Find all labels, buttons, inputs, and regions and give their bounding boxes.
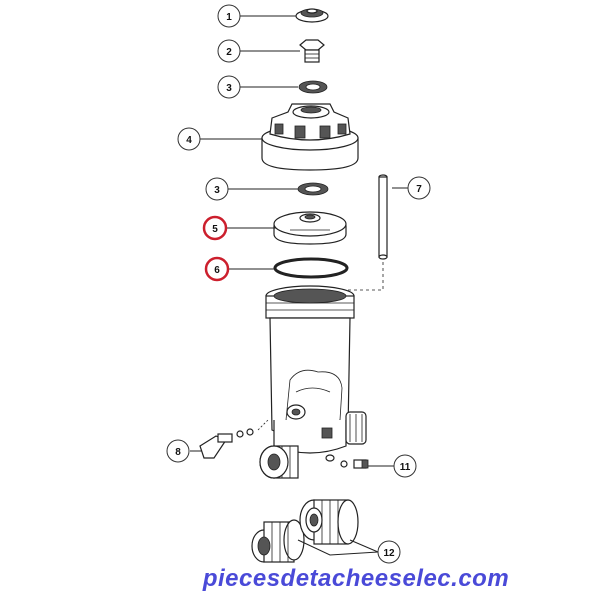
part-7-rod: [340, 174, 388, 291]
callout-3-upper: 3: [217, 75, 241, 99]
callout-3-upper-label: 3: [226, 83, 232, 94]
callout-3-lower: 3: [205, 177, 229, 201]
callout-6-label: 6: [214, 265, 220, 276]
callout-4: 4: [177, 127, 201, 151]
callout-2: 2: [217, 39, 241, 63]
part-12-union-couplings: [251, 499, 359, 563]
part-3-gasket-lower: [297, 182, 329, 196]
callout-12: 12: [377, 540, 401, 564]
part-1-cap-knob: [295, 8, 329, 23]
part-6-o-ring: [273, 257, 349, 279]
callout-11: 11: [393, 454, 417, 478]
callout-11-label: 11: [400, 462, 411, 473]
callout-1-label: 1: [226, 12, 232, 23]
callout-7: 7: [407, 176, 431, 200]
callout-6-highlighted: 6: [204, 256, 230, 282]
watermark: piecesdetacheeselec.com: [202, 565, 509, 592]
part-8-elbow-fitting: [199, 419, 269, 459]
callout-4-label: 4: [186, 135, 192, 146]
part-housing: [259, 285, 367, 479]
callout-3-lower-label: 3: [214, 185, 220, 196]
callout-5-label: 5: [212, 224, 218, 235]
part-2-bleed-screw: [299, 39, 325, 63]
part-4-lid: [261, 103, 359, 171]
part-11-drain-plug: [340, 459, 369, 469]
callout-1: 1: [217, 4, 241, 28]
callout-5-highlighted: 5: [202, 215, 228, 241]
leader-lines: [190, 15, 408, 556]
callout-8: 8: [166, 439, 190, 463]
part-5-inner-cover: [273, 211, 347, 245]
part-3-gasket-upper: [298, 80, 328, 94]
callout-12-label: 12: [383, 548, 395, 559]
callout-8-label: 8: [175, 447, 181, 458]
callout-2-label: 2: [226, 47, 232, 58]
watermark-text: piecesdetacheeselec.com: [202, 565, 509, 592]
callout-7-label: 7: [416, 184, 422, 195]
